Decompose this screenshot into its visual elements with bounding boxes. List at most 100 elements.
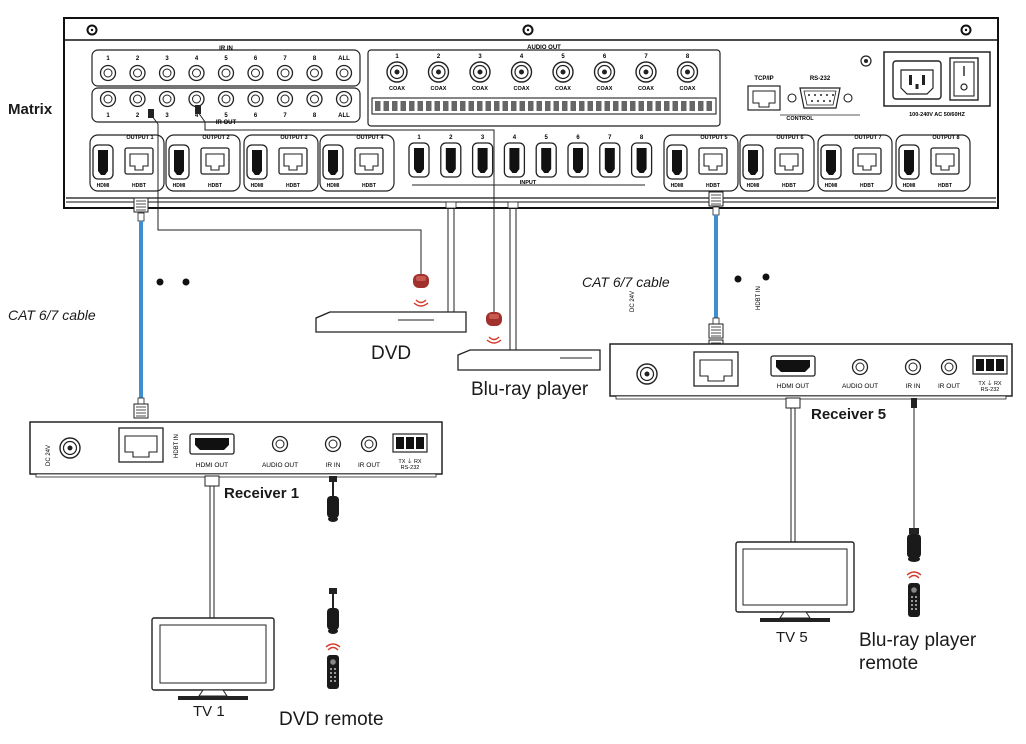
ir-out-port-label: 1 <box>106 113 110 119</box>
ir-out-port-label: 5 <box>224 113 228 119</box>
ground-symbol <box>860 55 872 67</box>
hdbt-port <box>698 147 728 175</box>
hdmi-input-port <box>503 142 526 178</box>
receiver-1: DC 24V HDBT IN HDMI OUT AUDIO OUT IR IN … <box>29 421 443 618</box>
ir-in-port-label: 5 <box>224 56 228 62</box>
coax-audio-port <box>386 61 408 83</box>
bluray-remote-label-2: remote <box>859 653 919 674</box>
coax-label: COAX <box>472 86 488 92</box>
audio-port-label: 4 <box>520 54 524 60</box>
power-label: 100-240V AC 50/60HZ <box>909 112 965 118</box>
hdmi-output-port <box>820 144 842 180</box>
ir-in-port <box>217 64 235 82</box>
ir-in-port-label: 7 <box>283 56 287 62</box>
ir-cable-bluray <box>197 111 495 312</box>
r5-ir-in: IR IN <box>906 383 921 390</box>
hdbt-port <box>200 147 230 175</box>
ir-cable-dvd <box>151 115 422 276</box>
coax-label: COAX <box>638 86 654 92</box>
hdmi-input-port <box>471 142 494 178</box>
ir-dots-left <box>156 278 190 286</box>
tv-5 <box>735 541 855 622</box>
dvd-player <box>315 274 467 333</box>
hdbt-port <box>852 147 882 175</box>
audio-out-title: AUDIO OUT <box>527 45 561 51</box>
input-number: 2 <box>449 135 453 141</box>
hdmi-label: HDMI <box>327 183 340 189</box>
ir-out-port <box>188 90 205 108</box>
ir-out-port-label: 2 <box>136 113 140 119</box>
receiver-5-label: Receiver 5 <box>811 406 887 423</box>
tcpip-label: TCP/IP <box>754 76 773 82</box>
dvd-remote-label: DVD remote <box>279 709 384 730</box>
rs232-label: RS-232 <box>810 76 831 82</box>
hdmi-input-port <box>630 142 653 178</box>
input-number: 5 <box>545 135 549 141</box>
ir-out-port-label: 4 <box>195 113 199 119</box>
control-label: CONTROL <box>786 116 814 122</box>
hdbt-label: HDBT <box>782 183 796 189</box>
hdmi-output-port <box>666 144 688 180</box>
receiver-1-label: Receiver 1 <box>224 485 300 502</box>
r1-rs232-label: RS-232 <box>401 465 420 471</box>
hdmi-input-port <box>567 142 589 178</box>
output-label: OUTPUT 5 <box>700 135 727 141</box>
coax-label: COAX <box>597 86 613 92</box>
audio-port-label: 3 <box>478 54 482 60</box>
hdmi-label: HDMI <box>251 183 264 189</box>
hdmi-input-port <box>535 142 557 178</box>
cables <box>133 105 724 419</box>
hdmi-label: HDMI <box>173 183 186 189</box>
ir-in-port-label: 8 <box>313 56 317 62</box>
hdbt-label: HDBT <box>208 183 222 189</box>
r1-hdbt-in: HDBT IN <box>174 434 180 458</box>
input-number: 6 <box>576 135 580 141</box>
hdbt-port <box>354 147 384 175</box>
r1-dc-label: DC 24V <box>46 445 52 466</box>
hdbt-port <box>930 147 960 175</box>
ir-out-port <box>158 90 176 108</box>
ir-out-port-label: 8 <box>313 113 317 119</box>
cat-cable-label-left: CAT 6/7 cable <box>8 307 96 323</box>
ir-out-port <box>335 90 353 108</box>
hdbt-label: HDBT <box>860 183 874 189</box>
coax-audio-port <box>593 61 616 83</box>
hdmi-label: HDMI <box>825 183 838 189</box>
ir-in-port-label: ALL <box>338 56 350 62</box>
coax-label: COAX <box>555 86 571 92</box>
coax-audio-port <box>469 61 491 83</box>
tv-1 <box>151 617 275 700</box>
hdmi-label: HDMI <box>903 183 916 189</box>
coax-audio-port <box>510 61 533 83</box>
cat-cable-label-right: CAT 6/7 cable <box>582 274 670 290</box>
input-number: 4 <box>513 135 517 141</box>
ir-in-port <box>306 64 323 82</box>
ir-out-port <box>306 90 323 108</box>
coax-label: COAX <box>389 86 405 92</box>
receiver-5: DC 24V HDBT IN HDMI OUT AUDIO OUT IR IN … <box>609 286 1013 542</box>
audio-out-panel: AUDIO OUT 1COAX2COAX3COAX4COAX5COAX6COAX… <box>367 45 721 127</box>
ir-out-port-label: 7 <box>283 113 287 119</box>
ir-in-port <box>276 64 294 82</box>
hdmi-output-port <box>898 144 920 180</box>
ir-out-port <box>129 90 146 108</box>
ir-out-port <box>247 90 264 108</box>
ir-out-title: IR OUT <box>216 120 237 126</box>
audio-port-label: 7 <box>644 54 648 60</box>
hdmi-output-port <box>322 144 344 180</box>
ir-out-port-label: 6 <box>254 113 258 119</box>
output-label: OUTPUT 4 <box>356 135 384 141</box>
coax-label: COAX <box>431 86 447 92</box>
tv-1-label: TV 1 <box>193 703 225 720</box>
ir-in-port <box>335 64 353 82</box>
audio-port-label: 2 <box>437 54 441 60</box>
r5-ir-out: IR OUT <box>938 383 960 390</box>
coax-label: COAX <box>680 86 696 92</box>
